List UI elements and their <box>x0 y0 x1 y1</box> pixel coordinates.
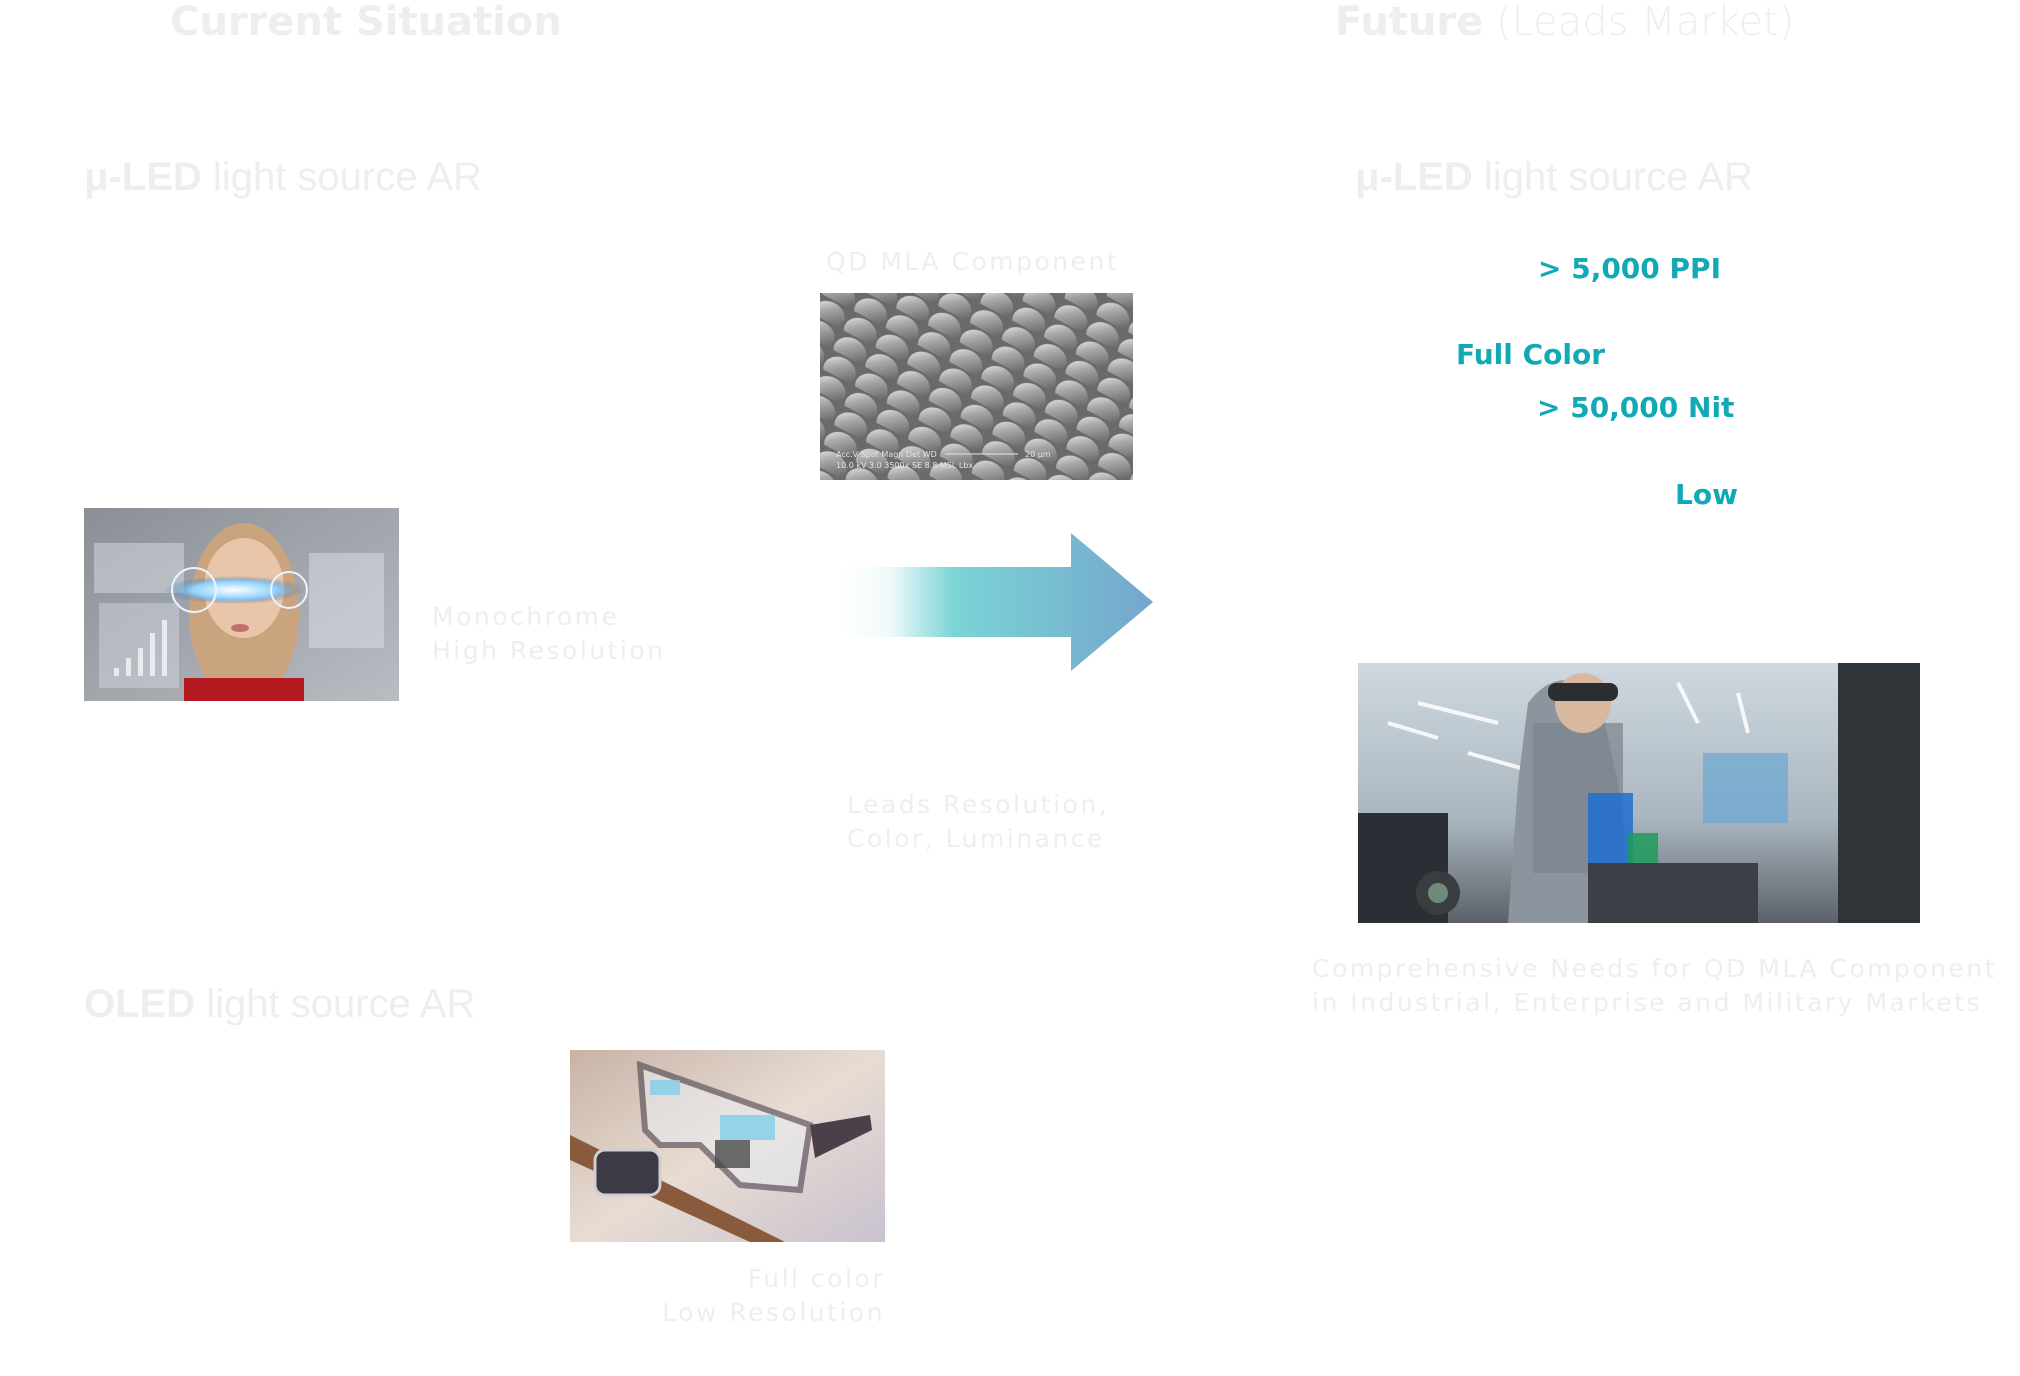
sem-overlay-line: 10.0 kV 3.0 3500x SE 8.8 MSL Lbx <box>836 461 973 470</box>
caption-line: in Industrial, Enterprise and Military M… <box>1312 988 1982 1017</box>
uled-right-heading-light: light source AR <box>1483 155 1753 199</box>
uled-left-heading-bold: μ-LED <box>84 155 202 199</box>
uled-left-heading-light: light source AR <box>212 155 482 199</box>
oled-heading-light: light source AR <box>206 982 476 1026</box>
sem-overlay-line: Acc.V Spot Magn Det WD <box>836 450 937 459</box>
woman-ar-visor-photo <box>84 508 399 701</box>
oled-heading-bold: OLED <box>84 982 196 1026</box>
uled-left-caption: Monochrome High Resolution <box>432 600 666 668</box>
qd-mla-component-label: QD MLA Component <box>826 247 1120 276</box>
sem-microlens-array-photo: Acc.V Spot Magn Det WD 10.0 kV 3.0 3500x… <box>820 293 1133 480</box>
arrow-caption: Leads Resolution, Color, Luminance <box>847 788 1109 856</box>
uled-right-heading: μ-LED light source AR <box>1355 155 1753 199</box>
caption-line: Monochrome <box>432 602 620 631</box>
caption-line: Color, Luminance <box>847 824 1105 853</box>
future-title: Future (Leads Market) <box>1335 0 1794 44</box>
uled-right-heading-bold: μ-LED <box>1355 155 1473 199</box>
spec-ppi: > 5,000 PPI <box>1538 252 1721 285</box>
spec-low: Low <box>1675 478 1738 511</box>
spec-full-color: Full Color <box>1456 338 1606 371</box>
caption-line: Comprehensive Needs for QD MLA Component <box>1312 954 1998 983</box>
spec-nit: > 50,000 Nit <box>1537 391 1735 424</box>
market-needs-caption: Comprehensive Needs for QD MLA Component… <box>1312 952 1997 1020</box>
current-situation-title: Current Situation <box>170 0 562 45</box>
future-title-bold: Future <box>1335 0 1484 45</box>
future-title-light: (Leads Market) <box>1495 0 1795 45</box>
caption-line: Leads Resolution, <box>847 790 1110 819</box>
factory-worker-ar-headset-photo <box>1358 663 1920 923</box>
caption-line: Low Resolution <box>662 1298 885 1327</box>
uled-left-heading: μ-LED light source AR <box>84 155 482 199</box>
caption-line: High Resolution <box>432 636 666 665</box>
oled-caption: Full color Low Resolution <box>570 1262 885 1330</box>
oled-heading: OLED light source AR <box>84 982 475 1026</box>
caption-line: Full color <box>747 1264 885 1293</box>
right-arrow-gradient-icon <box>843 533 1155 673</box>
sem-scale-bar-label: 20 μm <box>1025 450 1051 459</box>
ar-glasses-and-watch-photo <box>570 1050 885 1242</box>
